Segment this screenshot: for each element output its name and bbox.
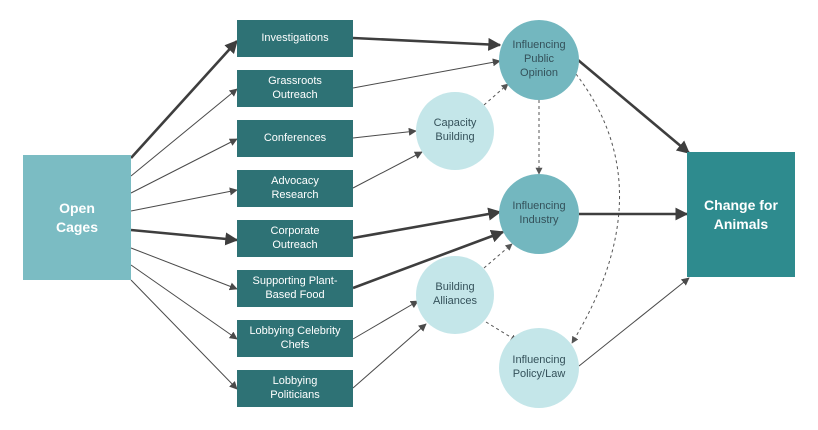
arrow-source-to-conferences (130, 138, 238, 194)
arrow-celebrity-to-alliances (352, 300, 419, 340)
strategy-label-conferences: Conferences (263, 131, 327, 144)
source-box-label: Open Cages (55, 200, 99, 235)
strategy-label-advocacy: Advocacy Research (271, 174, 319, 201)
strategy-label-politicians: Lobbying Politicians (270, 374, 320, 401)
mechanism-label-alliances: Building Alliances (432, 281, 478, 307)
arrow-source-to-plant (130, 247, 238, 291)
strategy-box-politicians (237, 370, 353, 407)
arrow-alliances-to-industry (483, 243, 513, 269)
outcome-box-label: Change for Animals (704, 197, 778, 232)
arrow-investigations-to-opinion (352, 36, 502, 51)
mechanism-circle-alliances (416, 256, 494, 334)
source-box (23, 155, 131, 280)
arrow-grassroots-to-opinion (352, 58, 501, 89)
arrow-plant-to-industry (352, 230, 505, 290)
mechanism-circle-policy (499, 328, 579, 408)
arrow-source-to-politicians (130, 279, 238, 390)
arrow-source-to-corporate (130, 228, 239, 246)
strategy-box-grassroots (237, 70, 353, 107)
mechanism-circle-opinion (499, 20, 579, 100)
strategy-label-corporate: Corporate Outreach (270, 224, 320, 251)
arrow-source-to-advocacy (130, 187, 238, 212)
strategy-box-investigations (237, 20, 353, 57)
strategy-box-advocacy (237, 170, 353, 207)
arrow-policy-to-outcome (578, 277, 690, 367)
arrow-politicians-to-alliances (352, 323, 427, 389)
arrow-capacity-to-opinion (483, 83, 509, 106)
strategy-label-celebrity: Lobbying Celebrity Chefs (249, 324, 341, 351)
arrow-opinion-to-outcome (577, 59, 690, 154)
strategy-box-corporate (237, 220, 353, 257)
mechanism-label-industry: Influencing Industry (512, 200, 566, 226)
strategy-box-celebrity (237, 320, 353, 357)
strategy-label-grassroots: Grassroots Outreach (268, 74, 322, 101)
node-layer (23, 20, 795, 408)
arrow-source-to-investigations (130, 40, 238, 159)
arrow-source-to-grassroots (130, 88, 238, 177)
mechanism-circle-industry (499, 174, 579, 254)
mechanism-label-capacity: Capacity Building (433, 117, 477, 143)
mechanism-label-policy: Influencing Policy/Law (512, 354, 566, 380)
arrow-conferences-to-capacity (352, 127, 417, 139)
strategy-label-investigations: Investigations (261, 31, 329, 44)
strategy-label-plant: Supporting Plant- Based Food (252, 274, 338, 301)
outcome-box (687, 152, 795, 277)
arrow-corporate-to-industry (352, 207, 502, 240)
strategy-box-conferences (237, 120, 353, 157)
strategy-box-plant (237, 270, 353, 307)
arrow-source-to-celebrity (130, 264, 238, 340)
mechanism-label-opinion: Influencing Public Opinion (512, 39, 566, 79)
arrow-alliances-to-policy (485, 321, 518, 342)
connector-layer (130, 36, 690, 390)
mechanism-circle-capacity (416, 92, 494, 170)
arrow-opinion-to-policy (571, 73, 620, 344)
arrow-advocacy-to-capacity (352, 151, 423, 189)
